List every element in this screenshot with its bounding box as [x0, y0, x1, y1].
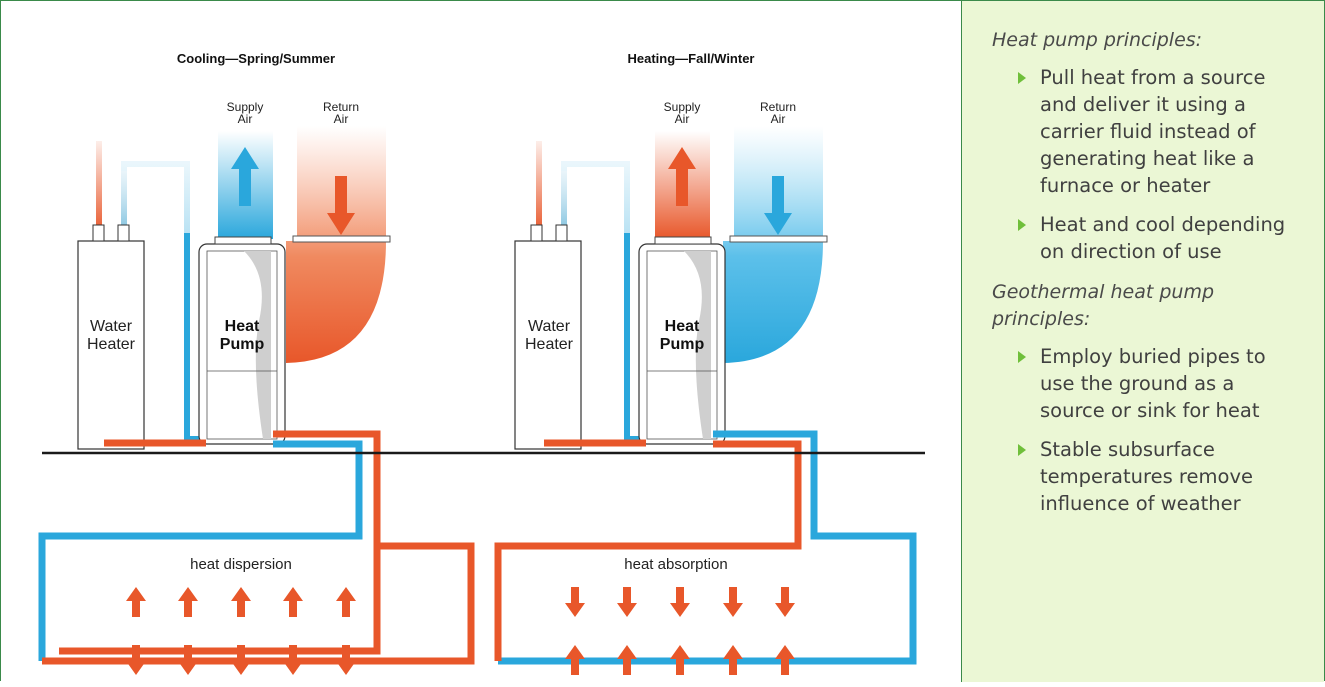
heating-wh-cold-pipe [561, 171, 567, 234]
cooling-cold-supply-pipe [38, 440, 363, 661]
heat-up-arrow [336, 587, 356, 617]
heat-up-arrow [283, 587, 303, 617]
heating-water-heater-label-2: Heater [525, 336, 574, 353]
cooling-wh-cold-pipe [121, 171, 127, 234]
triangle-bullet-icon [1018, 351, 1026, 363]
heating-return-arrow [764, 176, 792, 235]
cooling-water-heater [77, 240, 145, 450]
heat-up-arrow [126, 587, 146, 617]
heat-up-arrow [723, 645, 743, 675]
heating-return-label-1: Return [760, 100, 796, 114]
heating-supply-label-2: Air [675, 112, 690, 126]
heating-heat-pump-label-2: Pump [660, 336, 705, 353]
heating-scene: Heating—Fall/Winter Supply Air Return Ai… [494, 51, 917, 665]
heat-up-arrow [231, 587, 251, 617]
heat-down-arrow [723, 587, 743, 617]
cooling-loop-label: heat dispersion [190, 556, 292, 573]
cooling-supply-label-1: Supply [227, 100, 264, 114]
cooling-return-arrow [327, 176, 355, 235]
heat-down-arrow [126, 645, 146, 675]
cooling-return-flange [292, 235, 391, 243]
principle-text: Stable subsurface temperatures remove in… [1040, 438, 1253, 515]
heating-title: Heating—Fall/Winter [627, 51, 754, 66]
cooling-water-heater-label-1: Water [90, 318, 133, 335]
triangle-bullet-icon [1018, 219, 1026, 231]
triangle-bullet-icon [1018, 72, 1026, 84]
geothermal-principles-list: Employ buried pipes to use the ground as… [1014, 343, 1304, 517]
principle-item: Employ buried pipes to use the ground as… [1014, 343, 1304, 424]
heat-up-arrow [670, 645, 690, 675]
geothermal-diagram: Cooling—Spring/Summer Supply Air Return … [1, 1, 961, 682]
cooling-water-heater-label-2: Heater [87, 336, 136, 353]
principles-panel: Heat pump principles: Pull heat from a s… [961, 1, 1324, 682]
heat-down-arrow [775, 587, 795, 617]
heat-up-arrow [617, 645, 637, 675]
triangle-bullet-icon [1018, 444, 1026, 456]
cooling-supply-label-2: Air [238, 112, 253, 126]
cooling-supply-arrow [231, 147, 259, 206]
cooling-heat-pump-label-2: Pump [220, 336, 265, 353]
heat-up-arrow [565, 645, 585, 675]
cooling-return-label-1: Return [323, 100, 359, 114]
heating-loop-label: heat absorption [624, 556, 727, 573]
heating-supply-label-1: Supply [664, 100, 701, 114]
geothermal-principles-title: Geothermal heat pump principles: [992, 281, 1215, 330]
heat-pump-principles-title: Heat pump principles: [992, 29, 1203, 51]
cooling-heat-pump-label-1: Heat [225, 318, 260, 335]
cooling-wh-hot-pipe [96, 141, 102, 234]
heat-pump-principles-list: Pull heat from a source and deliver it u… [1014, 64, 1304, 265]
heat-down-arrow [178, 645, 198, 675]
heating-water-heater [514, 240, 582, 450]
heat-down-arrow [617, 587, 637, 617]
principle-text: Employ buried pipes to use the ground as… [1040, 345, 1266, 422]
heating-return-label-2: Air [771, 112, 786, 126]
heating-supply-arrow [668, 147, 696, 206]
cooling-return-label-2: Air [334, 112, 349, 126]
heat-down-arrow [231, 645, 251, 675]
heat-up-arrow [775, 645, 795, 675]
principle-text: Heat and cool depending on direction of … [1040, 213, 1286, 263]
heating-hot-supply-pipe [494, 440, 802, 661]
heating-wh-hot-pipe [536, 141, 542, 234]
heat-down-arrow [670, 587, 690, 617]
heating-water-heater-label-1: Water [528, 318, 571, 335]
heating-heat-pump-label-1: Heat [665, 318, 700, 335]
cooling-scene: Cooling—Spring/Summer Supply Air Return … [38, 51, 475, 665]
cooling-title: Cooling—Spring/Summer [177, 51, 335, 66]
principle-item: Pull heat from a source and deliver it u… [1014, 64, 1304, 199]
cooling-return-duct [286, 126, 386, 363]
heat-flow-arrows [126, 587, 795, 675]
heating-return-duct [723, 126, 823, 363]
cooling-hot-return-pipe [59, 430, 381, 655]
principle-text: Pull heat from a source and deliver it u… [1040, 66, 1266, 197]
heating-return-flange [729, 235, 828, 243]
heat-down-arrow [565, 587, 585, 617]
principle-item: Heat and cool depending on direction of … [1014, 211, 1304, 265]
heat-down-arrow [336, 645, 356, 675]
heat-down-arrow [283, 645, 303, 675]
principle-item: Stable subsurface temperatures remove in… [1014, 436, 1304, 517]
heat-up-arrow [178, 587, 198, 617]
